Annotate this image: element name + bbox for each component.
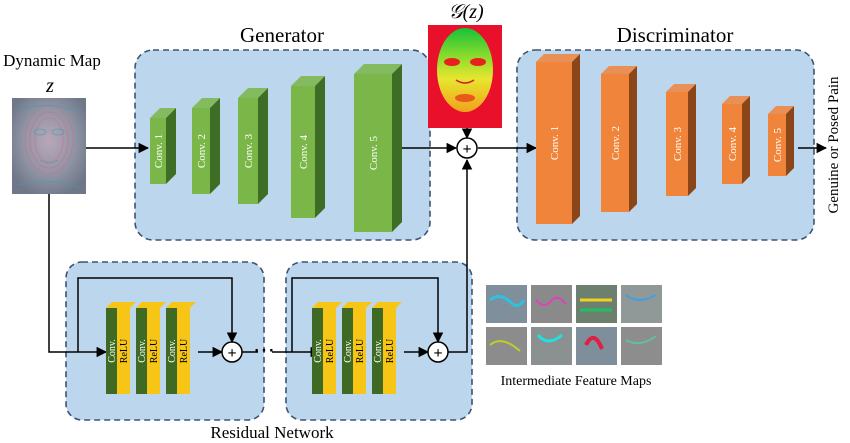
generator-conv-2: Conv. 2 [192,98,220,194]
svg-text:+: + [433,345,442,362]
residual-relu-label: ReLU [325,338,336,363]
residual-conv-slab [106,308,117,394]
svg-text:+: + [462,141,471,158]
discriminator-conv-2: Conv. 2 [601,66,637,212]
residual-sum-node-1: + [221,341,243,363]
residual-relu-label: ReLU [179,338,190,363]
residual-relu-slab [353,308,366,394]
generator-conv-3-label: Conv. 3 [243,133,255,168]
residual-block-panel-1 [65,261,265,421]
discriminator-conv-1: Conv. 1 [536,54,580,224]
residual-conv-label: Conv. [167,339,178,363]
generator-layers: Conv. 1 Conv. 2 Conv. 3 Conv. 4 Conv. 5 [150,64,402,232]
generator-conv-5: Conv. 5 [354,64,402,232]
dynamic-map-image [12,98,86,194]
generator-title: Generator [240,23,324,47]
output-label: Genuine or Posed Pain [826,76,842,214]
residual-conv-label: Conv. [373,339,384,363]
discriminator-conv-4: Conv. 4 [722,96,750,184]
residual-relu-slab [177,308,190,394]
generator-conv-1: Conv. 1 [150,108,176,184]
gz-label: 𝒢(z) [448,1,484,23]
generator-conv-5-label: Conv. 5 [368,135,380,170]
discriminator-conv-1-label: Conv. 1 [549,126,561,160]
residual-relu-slab [323,308,336,394]
discriminator-conv-4-label: Conv. 4 [727,126,739,161]
generator-conv-4-label: Conv. 4 [298,134,310,169]
residual-conv-slab [136,308,147,394]
residual-conv-slab [342,308,353,394]
residual-relu-label: ReLU [149,338,160,363]
residual-relu-slab [117,308,130,394]
residual-sum-node-2: + [427,341,449,363]
svg-text:+: + [227,345,236,362]
feature-maps-label: Intermediate Feature Maps [501,374,652,389]
discriminator-conv-5-label: Conv. 5 [772,127,784,162]
residual-relu-label: ReLU [385,338,396,363]
residual-relu-label: ReLU [119,338,130,363]
residual-conv-label: Conv. [137,339,148,363]
discriminator-conv-5: Conv. 5 [768,106,794,176]
residual-conv-slab [312,308,323,394]
z-symbol: z [45,75,54,97]
arrow-residual-to-main-sum [448,158,473,353]
residual-conv-label: Conv. [107,339,118,363]
residual-conv-label: Conv. [343,339,354,363]
generator-conv-2-label: Conv. 2 [196,134,208,168]
residual-relu-slab [383,308,396,394]
discriminator-conv-2-label: Conv. 2 [610,126,622,160]
generator-conv-4: Conv. 4 [291,76,325,218]
skip-connection-2 [291,277,444,352]
generated-heatmap-face [428,25,502,128]
residual-conv-slab [166,308,177,394]
generator-conv-3: Conv. 3 [238,88,268,204]
skip-connection-1 [77,277,238,352]
residual-relu-slab [147,308,160,394]
discriminator-layers: Conv. 1 Conv. 2 Conv. 3 Conv. 4 Conv. 5 [536,54,794,224]
discriminator-title: Discriminator [617,23,734,47]
generator-conv-1-label: Conv. 1 [153,134,165,168]
residual-conv-slab [372,308,383,394]
main-sum-node: + [456,137,478,159]
dynamic-map-title: Dynamic Map [3,51,101,70]
discriminator-conv-3: Conv. 3 [666,84,696,196]
residual-relu-label: ReLU [355,338,366,363]
discriminator-conv-3-label: Conv. 3 [672,126,684,161]
residual-network-label: Residual Network [210,423,334,442]
arrow-map-to-residual [48,194,108,358]
residual-conv-label: Conv. [313,339,324,363]
ellipsis: ⋯ [253,337,275,362]
intermediate-feature-maps [486,285,662,365]
